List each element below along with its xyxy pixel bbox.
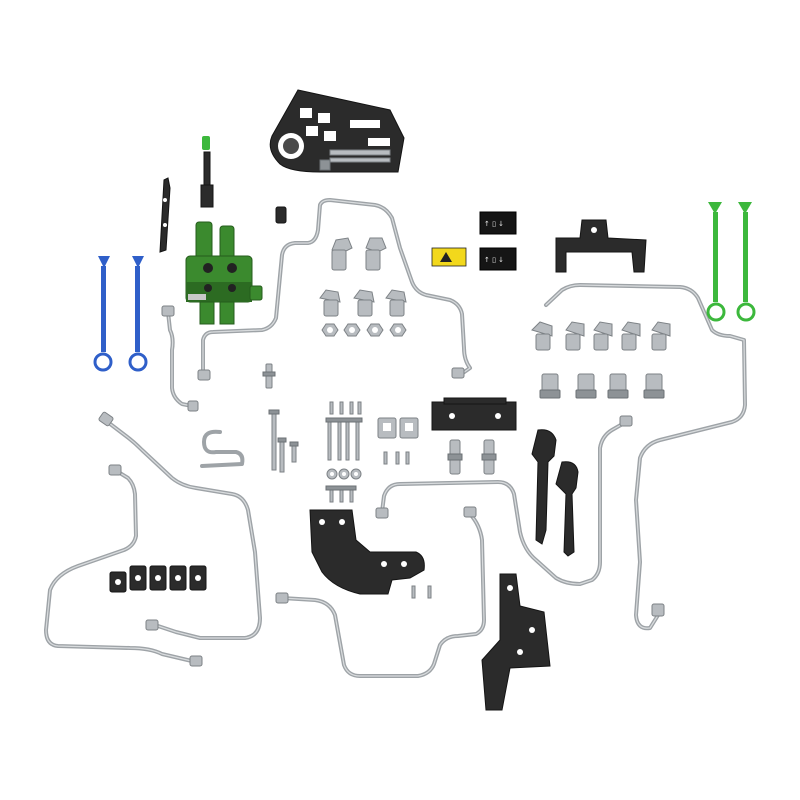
quick-coupler-pair (447, 439, 497, 475)
elbow-fitting-2 (365, 237, 387, 271)
blue-tie-1 (93, 256, 113, 372)
mount-bracket-large (309, 509, 425, 595)
green-tie-1 (706, 202, 726, 322)
hydraulic-tube-6 (275, 506, 486, 678)
blue-tie-2 (128, 256, 148, 372)
hydraulic-tube-5 (44, 464, 203, 667)
control-mount-bracket (269, 89, 405, 173)
warning-decal (431, 247, 467, 267)
mount-bracket-tall (481, 573, 551, 711)
valve-mount-bracket (555, 219, 647, 273)
linkage-rod (159, 177, 171, 253)
elbow-fitting-5 (385, 289, 407, 317)
svg-text:↑ ▯ ↓: ↑ ▯ ↓ (484, 220, 504, 228)
elbow-fitting-row (531, 321, 671, 351)
green-tie-2 (736, 202, 756, 322)
handle-lever-2 (555, 461, 579, 557)
adapter-fitting-row (539, 373, 665, 399)
hydraulic-tube-2 (161, 305, 199, 412)
svg-text:↑ ▯ ↓: ↑ ▯ ↓ (484, 256, 504, 264)
hex-nut-row (321, 323, 407, 337)
hydraulic-tube-4 (98, 411, 262, 640)
elbow-fitting-3 (319, 289, 341, 317)
hydraulic-tube-7 (375, 415, 633, 586)
handle-lever-1 (531, 429, 557, 545)
clamp-plate (431, 397, 517, 431)
spacer-clips (377, 417, 419, 439)
elbow-fitting-1 (331, 237, 353, 271)
tube-clip-row (109, 565, 207, 593)
control-lever (200, 136, 214, 208)
decal-1: ↑ ▯ ↓ (479, 211, 517, 235)
hydraulic-control-valve (185, 221, 263, 325)
small-block (275, 206, 287, 224)
elbow-fitting-4 (353, 289, 375, 317)
hydraulic-tube-3 (544, 283, 747, 631)
decal-2: ↑ ▯ ↓ (479, 247, 517, 271)
hydraulic-tube-1 (197, 198, 472, 381)
small-fitting (262, 363, 276, 389)
hydraulic-tube-8 (200, 429, 245, 468)
bolt-set (268, 401, 432, 599)
